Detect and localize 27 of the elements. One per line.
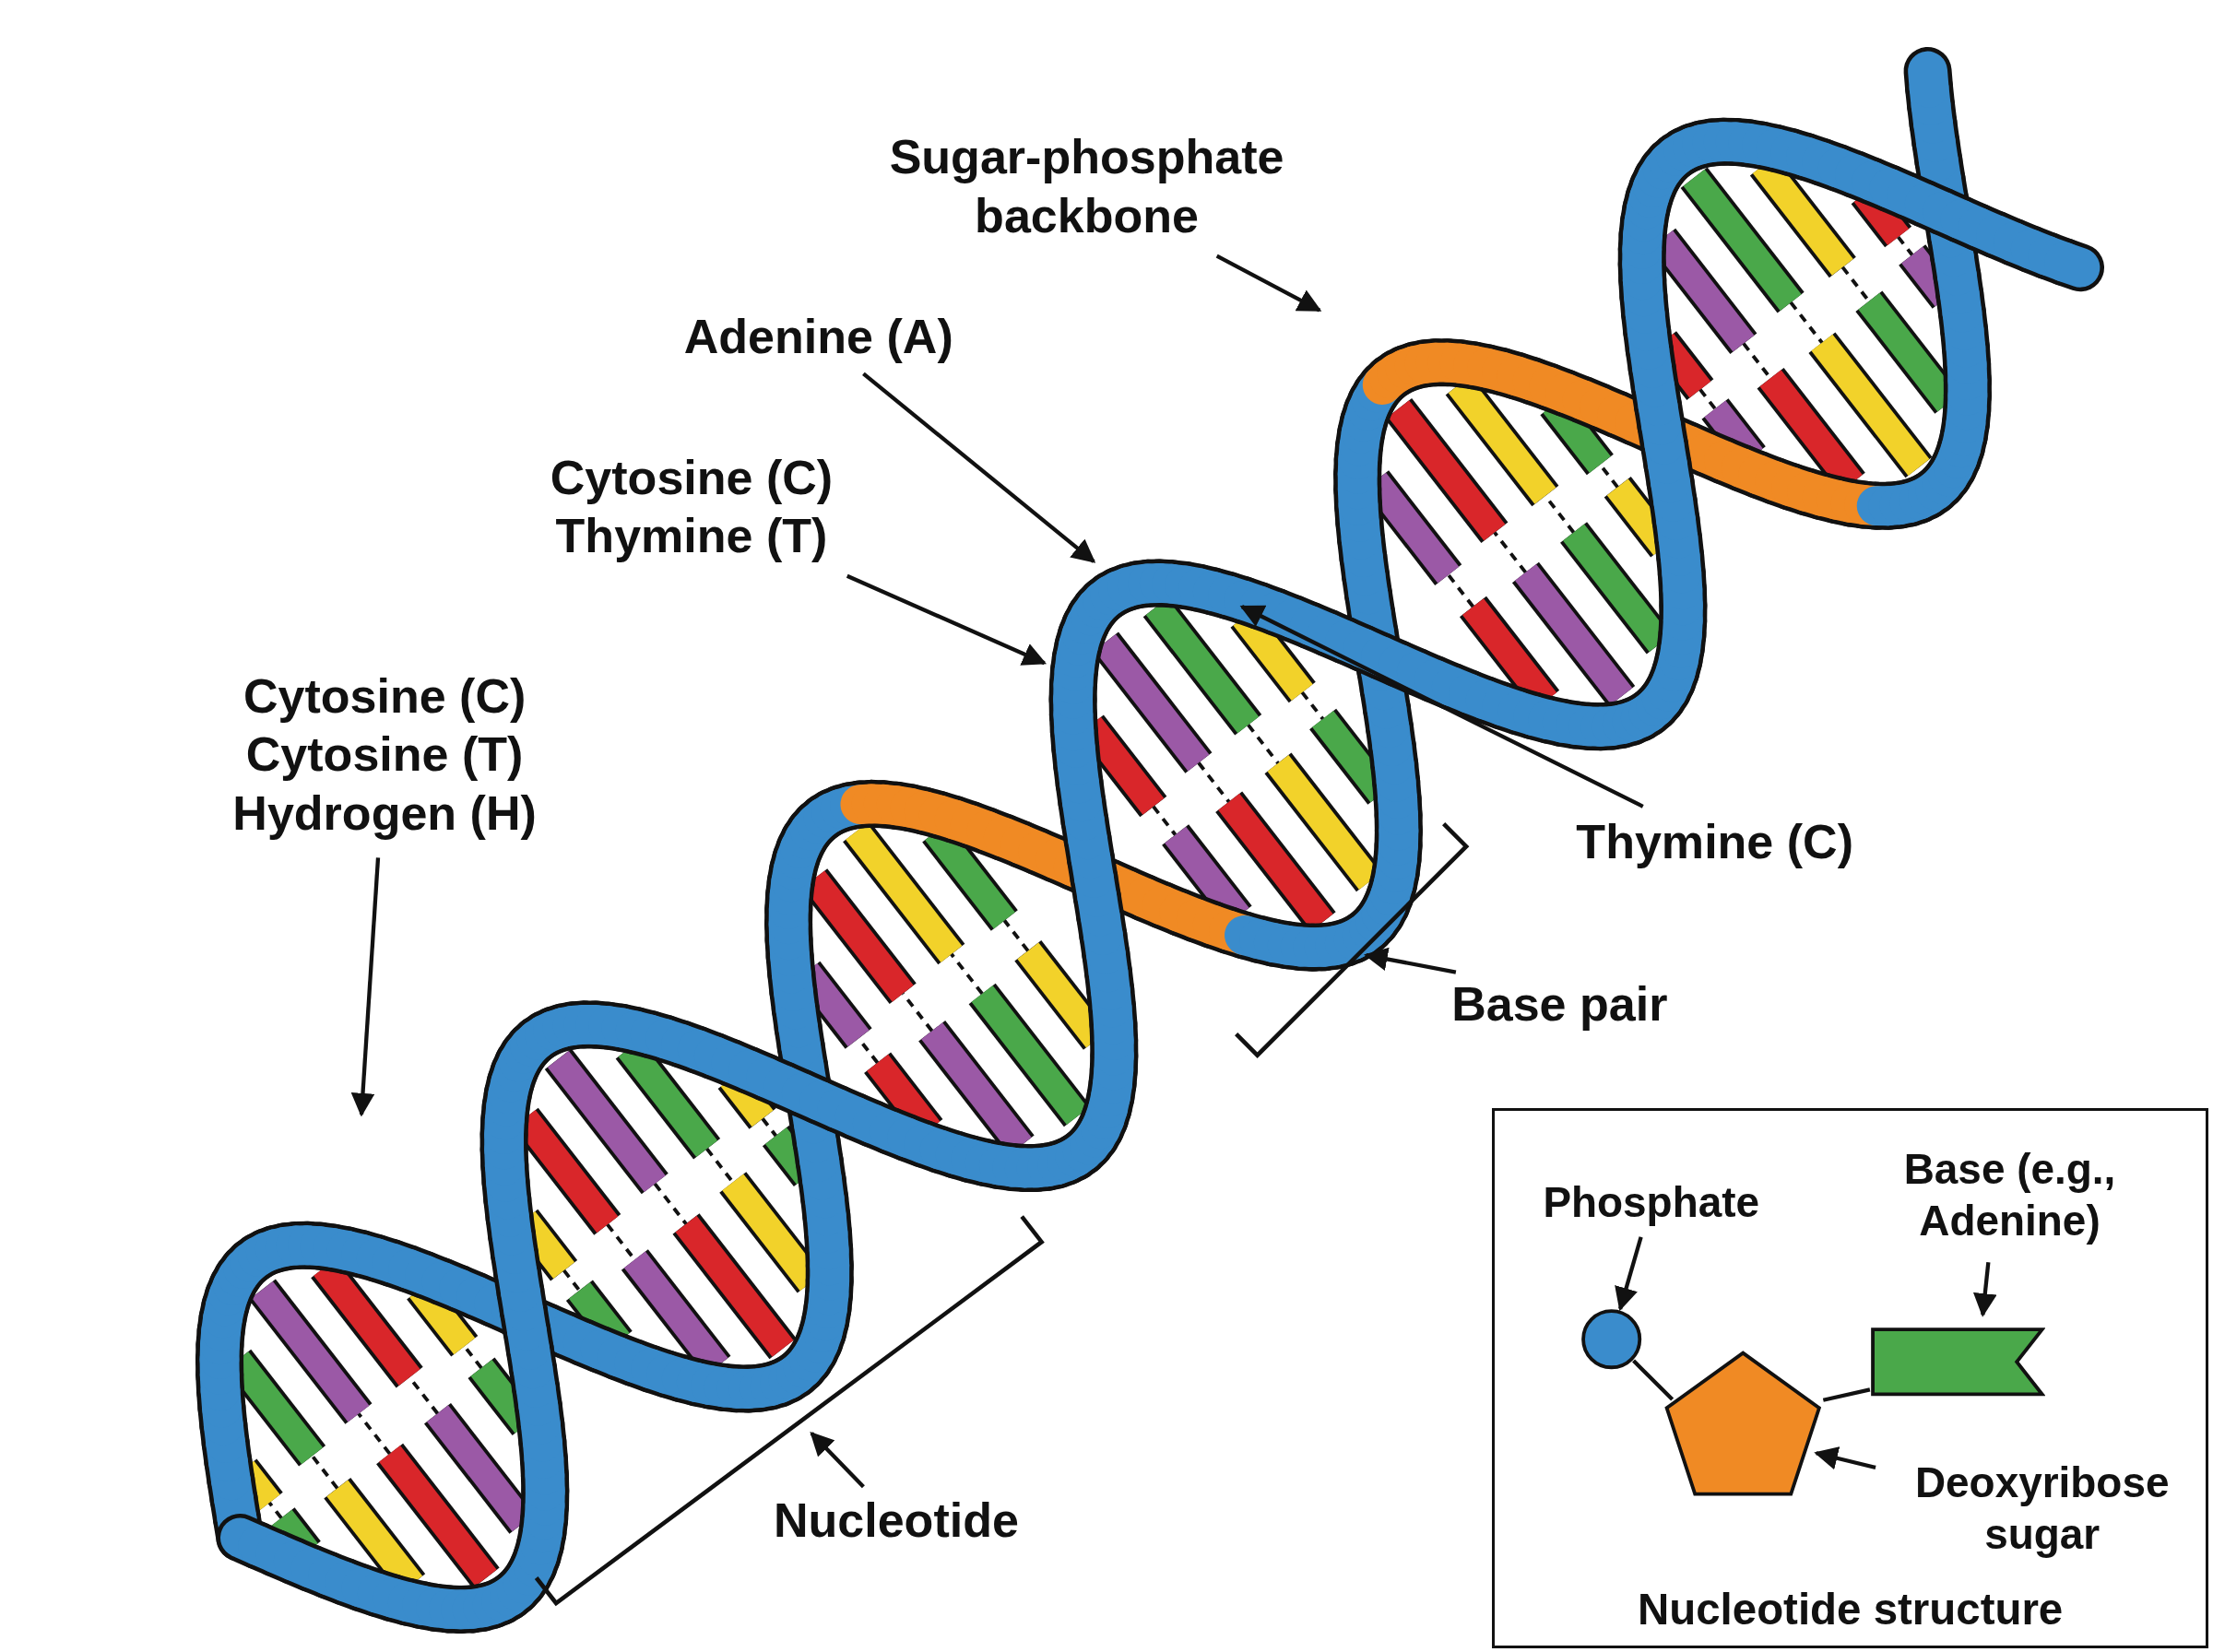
leader-arrow	[810, 1431, 865, 1489]
callout-label: Deoxyribose sugar	[1879, 1445, 2205, 1572]
inset-panel	[1491, 1107, 2209, 1648]
phosphate-circle	[1580, 1307, 1643, 1371]
callout-label: Base pair	[1450, 974, 1669, 1036]
leader-arrow	[1973, 1262, 1997, 1317]
callout-label: Cytosine (C) Cytosine (T) Hydrogen (H)	[197, 655, 572, 854]
base-block	[1870, 1326, 2045, 1398]
leader-arrow	[350, 857, 381, 1117]
callout-label: Thymine (C)	[1538, 808, 1891, 877]
callout-label: Sugar-phosphate backbone	[833, 120, 1342, 254]
callout-label: Phosphate	[1509, 1171, 1793, 1233]
sugar-pentagon	[1663, 1349, 1824, 1499]
leader-arrow	[862, 372, 1096, 563]
leader-arrow	[1814, 1446, 1876, 1470]
leader-arrow	[1364, 947, 1457, 974]
connector-line	[1822, 1387, 1871, 1402]
callout-label: Cytosine (C) Thymine (T)	[508, 440, 875, 574]
leader-arrow	[1615, 1236, 1643, 1312]
connector-line	[1632, 1359, 1675, 1401]
callout-label: Base (e.g., Adenine)	[1826, 1131, 2194, 1259]
leader-arrow	[1215, 254, 1322, 313]
leader-arrow	[1239, 605, 1644, 808]
callout-label: Adenine (A)	[649, 303, 988, 372]
callout-label: Nucleotide	[773, 1490, 1020, 1552]
leader-arrow	[846, 573, 1047, 666]
panel-heading: Nucleotide structure	[1636, 1583, 2065, 1634]
